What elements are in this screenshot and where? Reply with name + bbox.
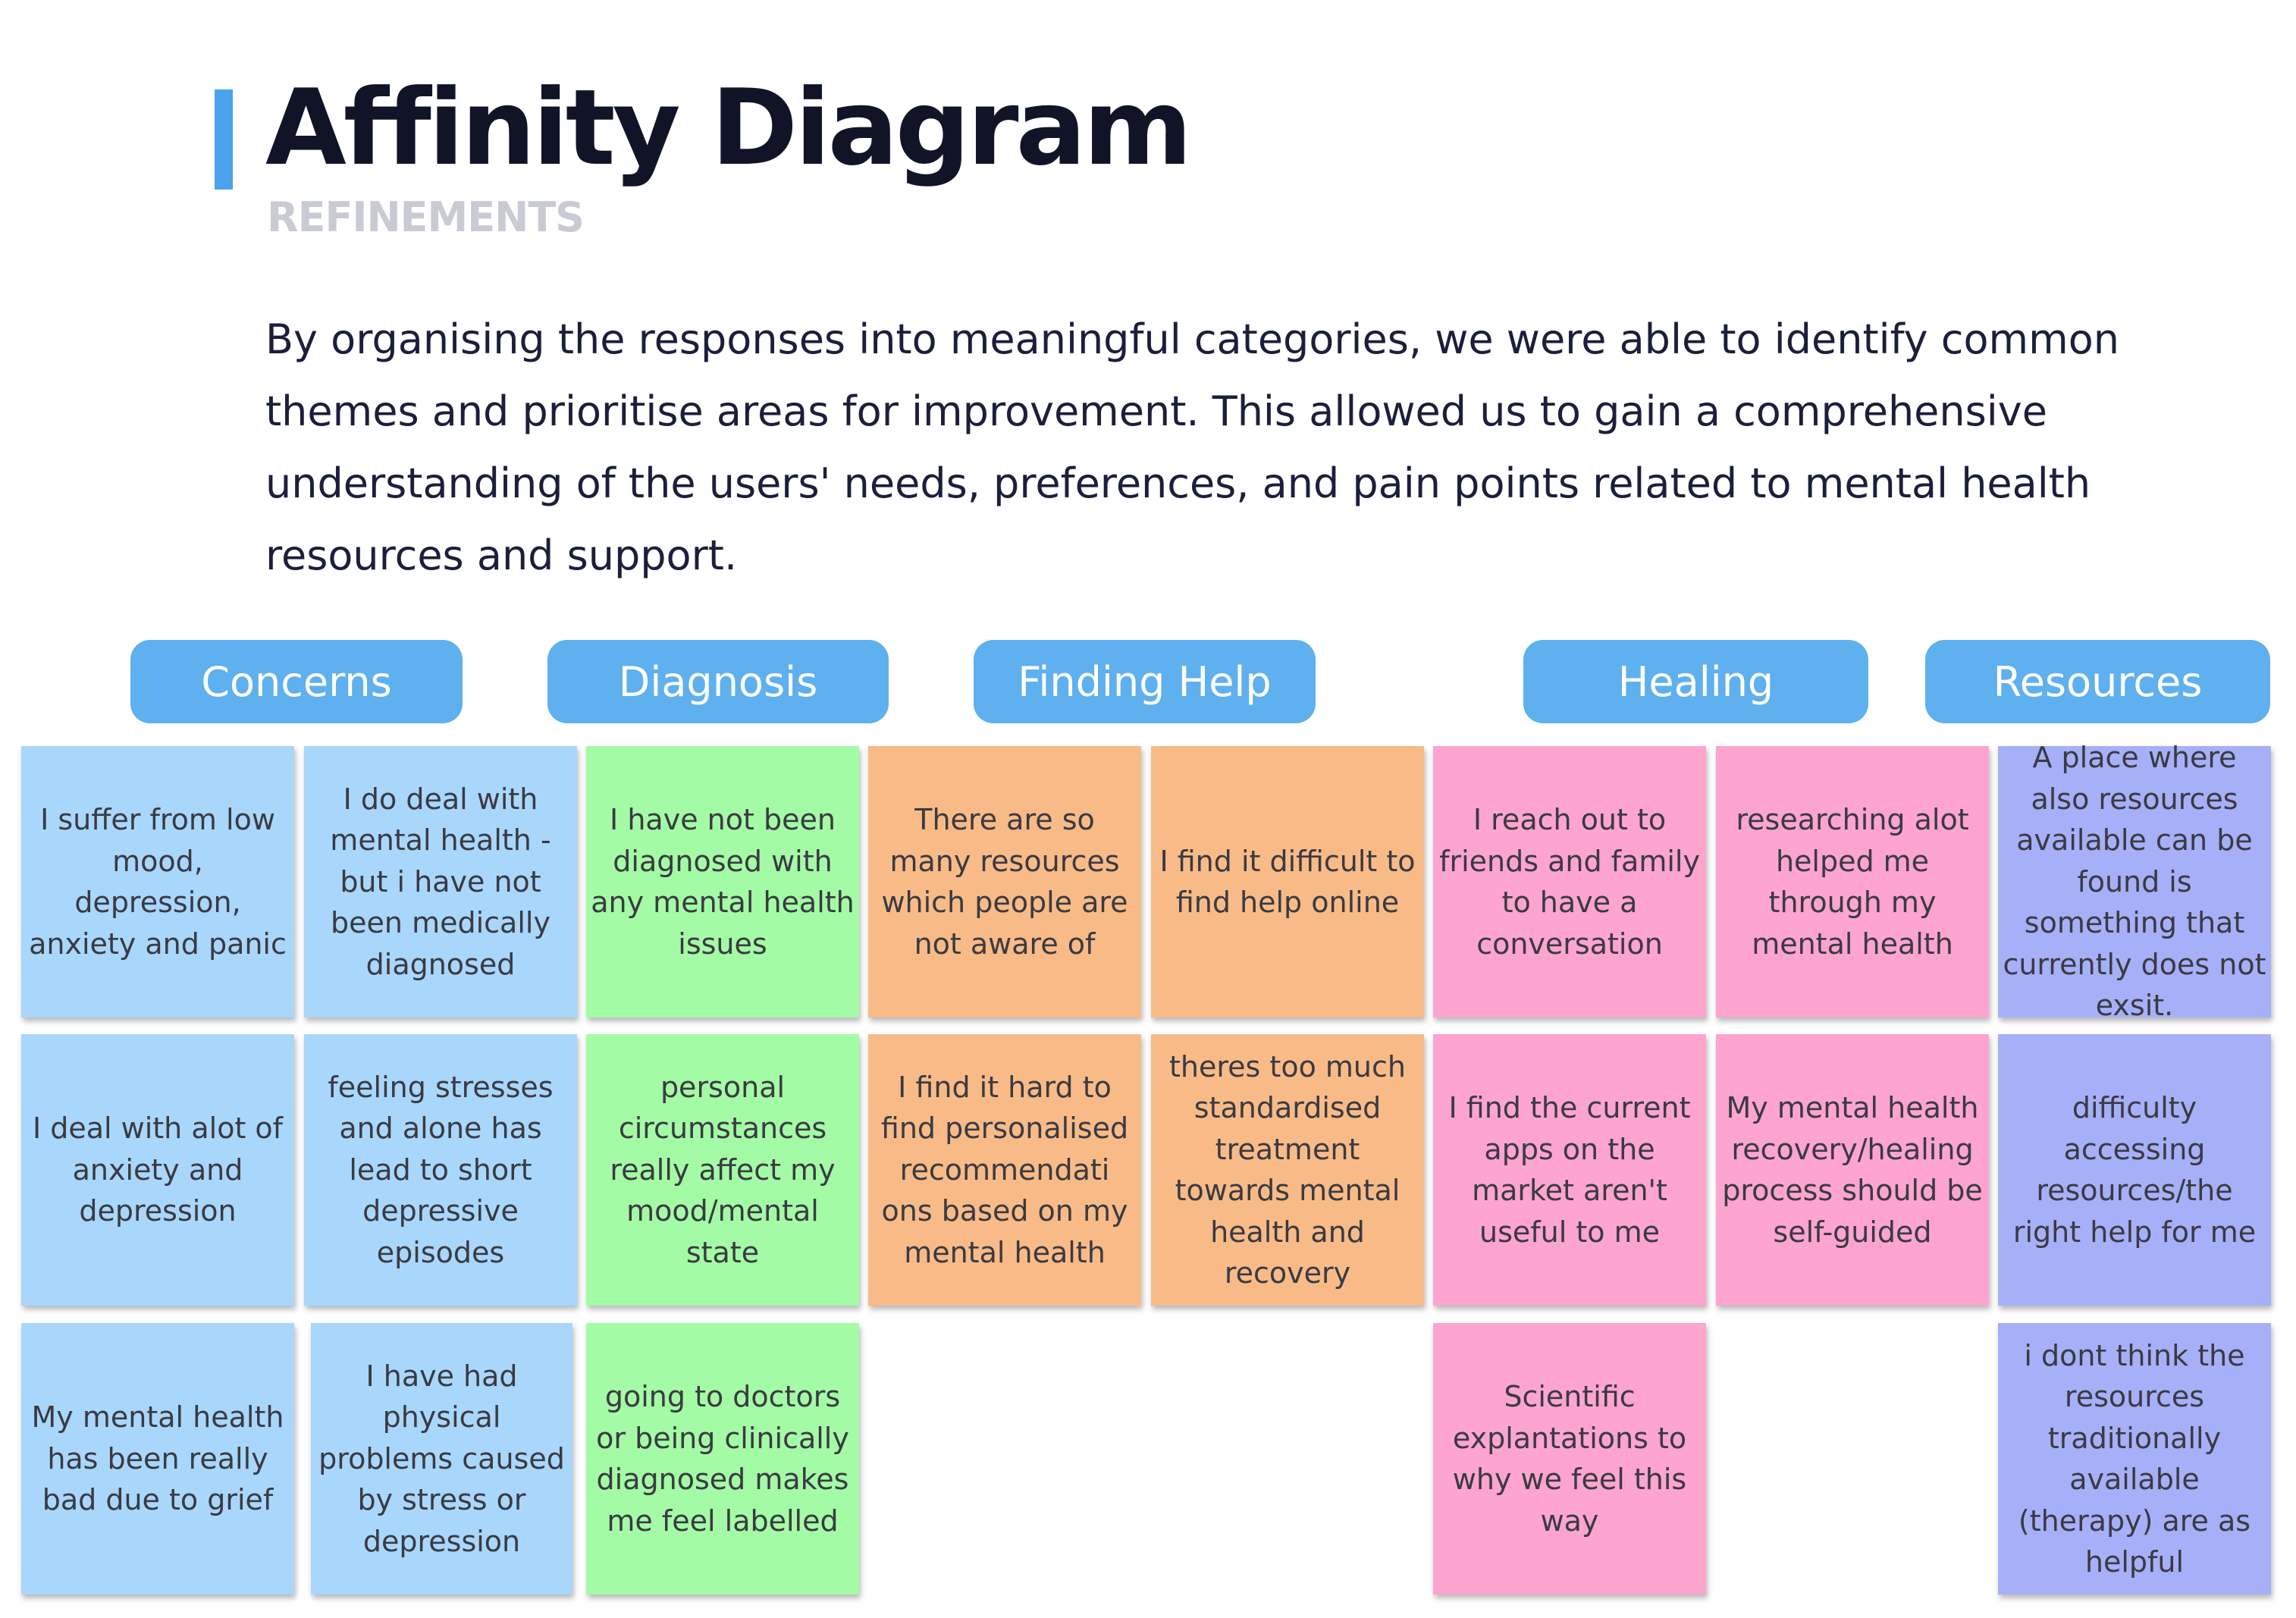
category-header-diagnosis: Diagnosis (547, 640, 889, 723)
concerns-note-6: I have had physical problems caused by s… (311, 1323, 572, 1594)
page-subtitle: REFINEMENTS (267, 193, 585, 241)
healing-note-4: My mental health recovery/healing proces… (1716, 1034, 1989, 1306)
diagnosis-note-3: going to doctors or being clinically dia… (586, 1323, 859, 1594)
finding-help-note-2: I find it difficult to find help online (1151, 746, 1424, 1018)
category-header-resources: Resources (1925, 640, 2270, 723)
title-accent-bar (215, 89, 233, 190)
category-header-concerns: Concerns (130, 640, 463, 723)
finding-help-note-3: I find it hard to find personalised reco… (868, 1034, 1141, 1306)
page-description: By organising the responses into meaning… (265, 315, 2120, 579)
concerns-note-3: I deal with alot of anxiety and depressi… (21, 1034, 294, 1306)
healing-note-3: I find the current apps on the market ar… (1433, 1034, 1706, 1306)
finding-help-note-1: There are so many resources which people… (868, 746, 1141, 1018)
page-title: Affinity Diagram (265, 67, 1192, 189)
resources-note-1: A place where also resources available c… (1998, 741, 2271, 1022)
healing-note-5: Scientific explantations to why we feel … (1433, 1323, 1706, 1594)
category-header-finding-help: Finding Help (974, 640, 1316, 723)
resources-note-3: i dont think the resources traditionally… (1998, 1323, 2271, 1594)
resources-note-2: difficulty accessing resources/the right… (1998, 1034, 2271, 1306)
healing-note-2: researching alot helped me through my me… (1716, 746, 1989, 1018)
concerns-note-1: I suffer from low mood, depression, anxi… (21, 746, 294, 1018)
concerns-note-5: My mental health has been really bad due… (21, 1323, 294, 1594)
healing-note-1: I reach out to friends and family to hav… (1433, 746, 1706, 1018)
diagnosis-note-2: personal circumstances really affect my … (586, 1034, 859, 1306)
category-header-healing: Healing (1523, 640, 1868, 723)
concerns-note-2: I do deal with mental health - but i hav… (304, 746, 577, 1018)
finding-help-note-4: theres too much standardised treatment t… (1151, 1034, 1424, 1306)
concerns-note-4: feeling stresses and alone has lead to s… (304, 1034, 577, 1306)
diagnosis-note-1: I have not been diagnosed with any menta… (586, 746, 859, 1018)
